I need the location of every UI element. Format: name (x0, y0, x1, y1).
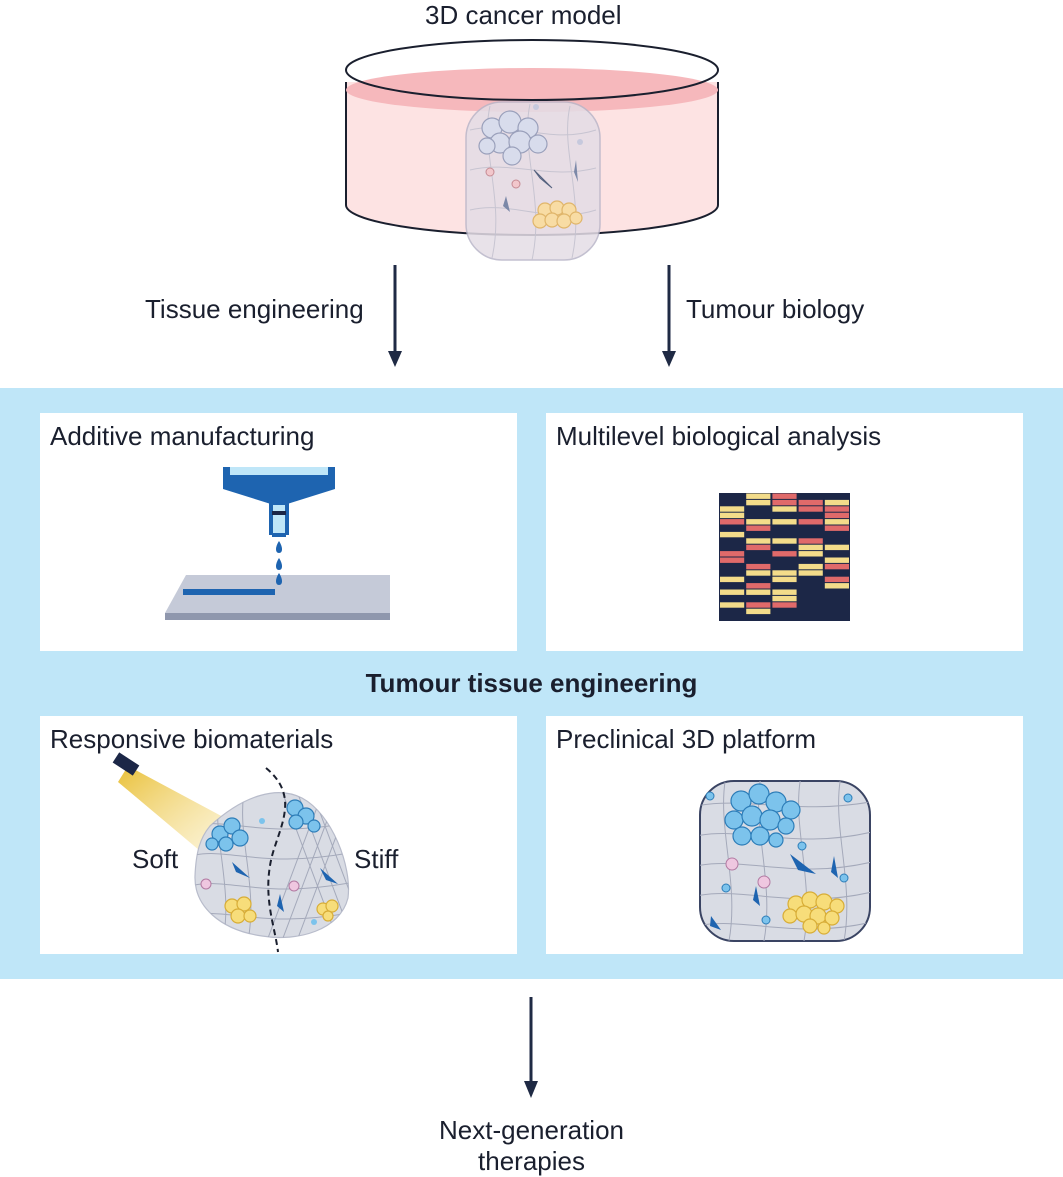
tumour-biology-label: Tumour biology (686, 294, 865, 324)
center-title: Tumour tissue engineering (365, 668, 698, 698)
heatmap-cell (720, 506, 745, 512)
heatmap-cell (746, 608, 771, 615)
arrow-tumour-biology (662, 265, 676, 367)
heatmap-cell (824, 499, 849, 506)
panel-additive-manufacturing: Additive manufacturing (40, 413, 517, 651)
heatmap-cell (772, 493, 797, 499)
heatmap-cell (824, 576, 849, 583)
heatmap-cell (720, 557, 745, 563)
panel-title-analysis: Multilevel biological analysis (556, 421, 882, 451)
arrow-next-generation (524, 997, 538, 1098)
heatmap-cell (746, 602, 771, 608)
bottom-label-line1: Next-generation (439, 1115, 624, 1145)
heatmap-cell (772, 551, 797, 557)
heatmap-cell (824, 557, 849, 563)
bottom-label-line2: therapies (478, 1146, 585, 1176)
bioprinter-icon (165, 467, 390, 620)
heatmap-cell (798, 551, 823, 557)
heatmap-cell (824, 525, 849, 531)
panel-title-platform: Preclinical 3D platform (556, 724, 817, 754)
heatmap-cell (798, 499, 823, 506)
heatmap-cell (720, 519, 745, 525)
heatmap-cell (746, 570, 771, 576)
preclinical-platform-illustration (699, 780, 871, 942)
heatmap-cell (746, 583, 771, 589)
heatmap-cell (746, 519, 771, 525)
heatmap-cell (824, 583, 849, 589)
soft-label: Soft (132, 844, 179, 874)
heatmap-cell (798, 538, 823, 544)
heatmap-cell (772, 570, 797, 576)
heatmap-cell (720, 512, 745, 519)
panel-preclinical-platform: Preclinical 3D platform (546, 716, 1023, 954)
heatmap-cell (798, 570, 823, 576)
heatmap-cell (772, 506, 797, 512)
heatmap-cell (720, 589, 745, 595)
heatmap-cell (798, 544, 823, 551)
heatmap-cell (772, 519, 797, 525)
heatmap-cell (824, 506, 849, 512)
heatmap-background (719, 493, 850, 621)
panel-title-additive: Additive manufacturing (50, 421, 315, 451)
arrow-tissue-engineering (388, 265, 402, 367)
heatmap-cell (746, 544, 771, 551)
panel-responsive-biomaterials: Responsive biomaterials (40, 716, 517, 954)
heatmap-cell (824, 563, 849, 570)
petri-dish-illustration (345, 39, 719, 261)
heatmap-cell (746, 563, 771, 570)
heatmap-cell (772, 589, 797, 595)
responsive-biomaterial-illustration (112, 752, 350, 953)
heatmap-cell (720, 576, 745, 583)
heatmap-cell (772, 499, 797, 506)
heatmap-cell (824, 512, 849, 519)
heatmap-cell (824, 519, 849, 525)
heatmap-cell (772, 602, 797, 608)
heatmap-cell (798, 506, 823, 512)
heatmap-cell (746, 589, 771, 595)
top-title: 3D cancer model (425, 0, 622, 30)
heatmap-cell (772, 595, 797, 602)
heatmap-cell (824, 544, 849, 551)
heatmap-cell (746, 493, 771, 499)
heatmap-icon (719, 493, 850, 621)
panel-multilevel-analysis: Multilevel biological analysis (546, 413, 1023, 651)
heatmap-cell (772, 576, 797, 583)
heatmap-cell (720, 551, 745, 557)
stiff-label: Stiff (354, 844, 399, 874)
heatmap-cell (720, 531, 745, 538)
heatmap-cell (746, 499, 771, 506)
heatmap-cell (746, 525, 771, 531)
heatmap-cell (720, 602, 745, 608)
heatmap-cell (798, 563, 823, 570)
heatmap-cell (798, 519, 823, 525)
panel-title-biomaterials: Responsive biomaterials (50, 724, 334, 754)
tissue-engineering-label: Tissue engineering (145, 294, 364, 324)
heatmap-cell (746, 538, 771, 544)
heatmap-cell (772, 538, 797, 544)
